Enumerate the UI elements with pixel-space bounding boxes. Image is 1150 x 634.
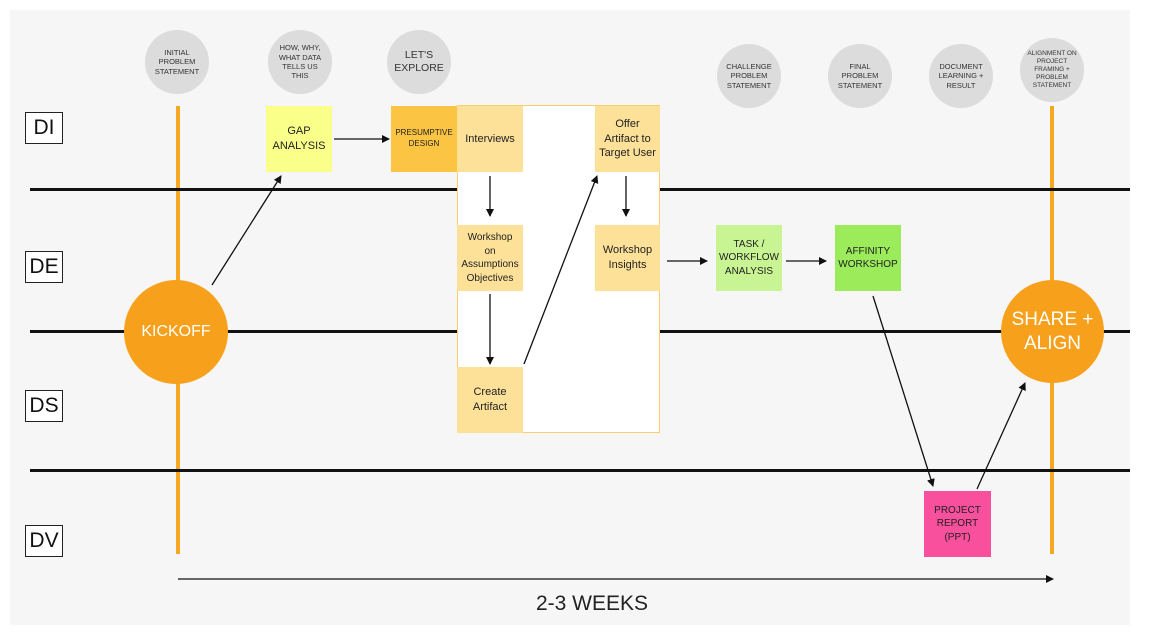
lane-label-ds: DS [25,390,63,422]
note-workshop-insights: Workshop Insights [595,225,660,291]
arrow-affinity-to-report [872,295,935,487]
note-interviews: Interviews [457,106,523,172]
arrow-report-to-share [976,382,1026,490]
milestone-how-why-data: HOW, WHY, WHAT DATA TELLS US THIS [268,30,332,94]
note-presumptive-design: PRESUMPTIVE DESIGN [391,106,457,172]
milestone-alignment-project-framing: ALIGNMENT ON PROJECT FRAMING + PROBLEM S… [1020,38,1084,102]
note-workshop-assumptions: Workshop on Assumptions Objectives [457,225,523,291]
kickoff-circle: KICKOFF [124,280,228,384]
note-gap-analysis: GAP ANALYSIS [266,106,332,172]
arrow-kickoff-to-gap [211,175,282,286]
lane-divider-3 [30,469,1130,472]
arrow-create-to-offer [523,175,599,365]
milestone-document-learning-result: DOCUMENT LEARNING + RESULT [929,44,993,108]
lane-label-de: DE [25,251,63,283]
note-affinity-workshop: AFFINITY WORKSHOP [835,225,901,291]
milestone-lets-explore: LET'S EXPLORE [387,30,451,94]
duration-label: 2-3 WEEKS [536,592,649,615]
milestone-final-problem-statement: FINAL PROBLEM STATEMENT [828,44,892,108]
note-project-report: PROJECT REPORT (PPT) [924,491,991,557]
note-offer-artifact: Offer Artifact to Target User [595,106,660,172]
share-align-circle: SHARE + ALIGN [1001,280,1104,383]
lane-label-di: DI [25,112,63,144]
milestone-challenge-problem-statement: CHALLENGE PROBLEM STATEMENT [717,44,781,108]
note-task-workflow-analysis: TASK / WORKFLOW ANALYSIS [716,225,782,291]
lane-label-dv: DV [25,525,63,557]
note-create-artifact: Create Artifact [457,367,523,433]
milestone-initial-problem-statement: INITIAL PROBLEM STATEMENT [145,30,209,94]
